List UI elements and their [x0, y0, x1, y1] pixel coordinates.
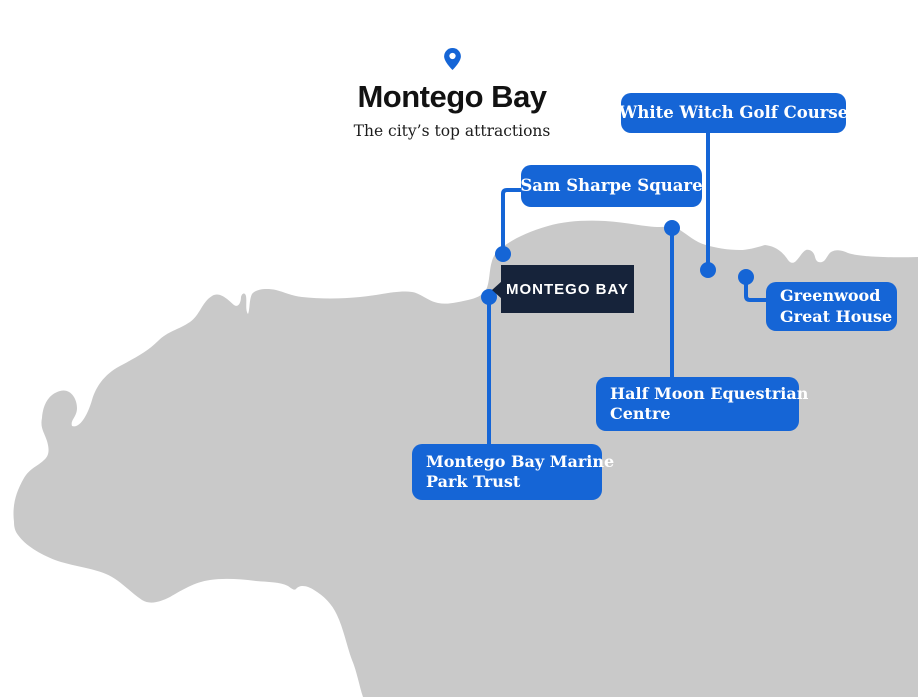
- callout-greenwood-great-house[interactable]: Greenwood Great House: [766, 282, 897, 331]
- callout-half-moon-equestrian-centre[interactable]: Half Moon Equestrian Centre: [596, 377, 808, 431]
- callout-sam-sharpe-square[interactable]: Sam Sharpe Square: [520, 165, 703, 207]
- map-marker-white-witch-golf-course[interactable]: [700, 262, 716, 278]
- callout-label-line-1: Greenwood: [780, 286, 881, 306]
- callout-label-line-2: Centre: [610, 404, 671, 423]
- page-subtitle: The city’s top attractions: [353, 122, 551, 140]
- callout-montego-bay-marine-park-trust[interactable]: Montego Bay Marine Park Trust: [412, 444, 614, 500]
- callout-label: Sam Sharpe Square: [520, 176, 703, 196]
- callout-white-witch-golf-course[interactable]: White Witch Golf Course: [618, 93, 849, 133]
- city-label-montego-bay[interactable]: MONTEGO BAY: [492, 265, 634, 313]
- callout-label: White Witch Golf Course: [618, 103, 849, 123]
- callout-label-line-1: Half Moon Equestrian: [610, 383, 809, 403]
- leader-line-greenwood-great-house: [744, 278, 768, 302]
- callout-label-line-1: Montego Bay Marine: [426, 451, 615, 471]
- city-label-text: MONTEGO BAY: [506, 280, 629, 298]
- map-marker-half-moon-equestrian-centre[interactable]: [664, 220, 680, 236]
- map-header: Montego Bay The city’s top attractions: [272, 48, 632, 140]
- callout-label-line-2: Great House: [780, 306, 893, 326]
- page-title: Montego Bay: [357, 79, 547, 114]
- map-marker-sam-sharpe-square[interactable]: [495, 246, 511, 262]
- callout-label-line-2: Park Trust: [426, 472, 521, 491]
- map-pin-icon: [443, 48, 461, 70]
- leader-line-sam-sharpe-square: [501, 188, 522, 252]
- map-marker-greenwood-great-house[interactable]: [738, 269, 754, 285]
